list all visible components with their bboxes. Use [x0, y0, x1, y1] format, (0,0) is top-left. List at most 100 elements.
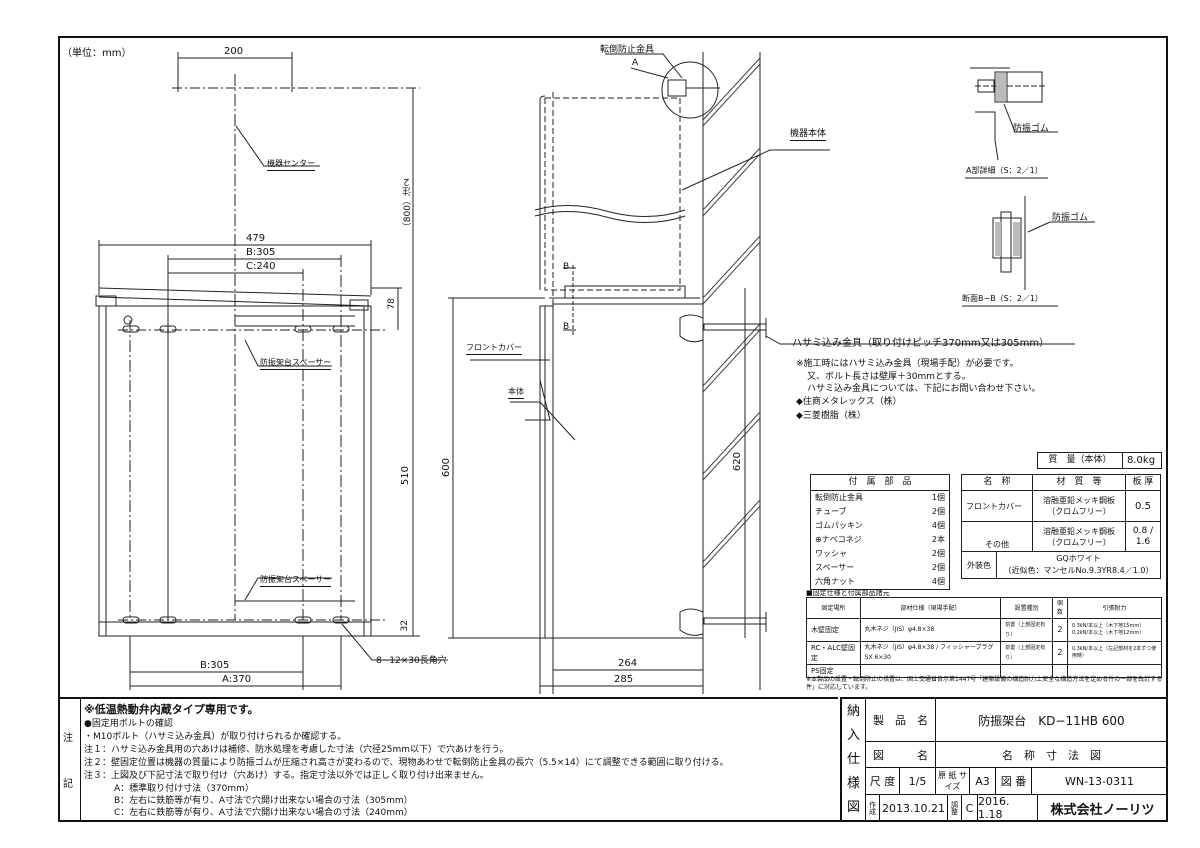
- materials-header: 材 質 等: [1032, 474, 1126, 491]
- product-label: 製 品 名: [866, 699, 936, 742]
- unit-body-label: 機器本体: [790, 126, 827, 141]
- tip-bracket-label: 転倒防止金具: [600, 45, 655, 55]
- accessory-name: 六角ナット: [810, 575, 912, 590]
- doc-type-char: 図: [846, 800, 860, 815]
- fixing-header: 個数: [1051, 597, 1068, 619]
- accessory-qty: 4個: [911, 575, 951, 590]
- fixing-strength: 0.2kN/本以上（木下地12mm）: [1071, 630, 1145, 636]
- note-line: C：左右に鉄筋等が有り、A寸法で穴開け出来ない場合の寸法（240mm）: [114, 808, 413, 818]
- dim-b305-bottom: B:305: [200, 660, 230, 671]
- section-bb-caption: 断面B−B（S：2／1）: [962, 294, 1043, 303]
- dim-b305-top: B:305: [246, 247, 276, 258]
- fixing-strength: 0.3kN/本以上（左記部材を2本ずつ使用時）: [1066, 641, 1163, 665]
- revision: C: [962, 795, 978, 822]
- company-logo: 株式会社ノーリツ: [1038, 795, 1168, 822]
- fixing-type: 前置（上部固定有り）: [1000, 641, 1053, 665]
- fixing-count: 2: [1051, 618, 1068, 642]
- materials-header: 板 厚: [1125, 474, 1161, 491]
- doc-type-char: 仕: [846, 752, 860, 767]
- accessory-qty: 2個: [911, 561, 951, 575]
- accessory-qty: 2個: [911, 505, 951, 519]
- accessory-name: スペーサー: [810, 561, 912, 575]
- drawing-frame: [58, 36, 1168, 822]
- section-bb-rubber: 防振ゴム: [1052, 213, 1089, 223]
- fixing-header: 引張耐力: [1066, 597, 1163, 619]
- dim-78: 78: [387, 298, 397, 310]
- fixing-place: RC・ALC壁固定: [806, 641, 861, 665]
- center-label: 機器センター: [267, 158, 315, 171]
- spacer-label-upper: 防振架台スペーサー: [260, 357, 332, 370]
- number-label: 図 番: [996, 768, 1032, 795]
- notes-side-label: 記: [63, 779, 73, 790]
- drawing-value: 名 称 寸 法 図: [936, 742, 1168, 768]
- front-cover-label: フロントカバー: [466, 342, 522, 355]
- dim-a370: A:370: [222, 674, 252, 685]
- mass-value: 8.0kg: [1122, 452, 1162, 469]
- dim-620: 620: [732, 452, 743, 472]
- fixing-table-title: ■固定仕様と付属部品諸元: [806, 589, 890, 597]
- accessory-name: ゴムパッキン: [810, 519, 912, 533]
- fixing-header: 固定場所: [806, 597, 861, 619]
- section-b-bottom: B: [563, 322, 570, 332]
- doc-type: 納 入 仕 様 図: [842, 699, 866, 822]
- dim-510: 510: [400, 466, 411, 486]
- material-spec: 溶融亜鉛メッキ鋼板（クロムフリー）: [1032, 490, 1126, 522]
- material-spec: 溶融亜鉛メッキ鋼板（クロムフリー）: [1032, 521, 1126, 553]
- fixing-header: 設置種別: [1000, 597, 1053, 619]
- label-a: A: [632, 58, 639, 68]
- paper-label: 原 紙 サイズ: [936, 768, 970, 795]
- finish-table: 外装色 GQホワイト（近似色：マンセルNo.9.3YR8.4／1.0）: [961, 551, 1161, 579]
- dim-479: 479: [246, 233, 266, 244]
- fixing-count: 2: [1051, 641, 1068, 665]
- dim-264: 264: [618, 658, 638, 669]
- dim-800: （800）注２: [403, 178, 413, 232]
- section-b-top: B: [563, 262, 570, 272]
- dim-32: 32: [400, 620, 410, 632]
- unit-label: （単位：mm）: [62, 48, 132, 59]
- accessories-header: 付 属 部 品: [810, 474, 950, 491]
- accessory-qty: 2個: [911, 547, 951, 561]
- notes-section: 注 記 ※低温熱動弁内蔵タイプ専用です。 ●固定用ボルトの確認 ・M10ボルト（…: [58, 697, 838, 824]
- number-value: WN-13-0311: [1032, 768, 1168, 795]
- mass-table: 質 量（本体） 8.0kg: [1037, 452, 1162, 469]
- drawing-label: 図 名: [866, 742, 936, 768]
- material-name: フロントカバー: [961, 490, 1033, 522]
- dim-285: 285: [614, 674, 634, 685]
- accessory-name: ⊕ナベコネジ: [810, 533, 912, 547]
- accessory-qty: 1個: [911, 490, 951, 505]
- fixing-footnote: ※本製品の設置・転倒防止の措置は、国土交通省告示第1447号「建築設備の構造耐力…: [806, 676, 1163, 691]
- doc-type-char: 納: [846, 704, 860, 719]
- dim-600: 600: [441, 458, 452, 478]
- accessory-name: 転倒防止金具: [810, 490, 912, 505]
- title-block: 納 入 仕 様 図 製 品 名 防振架台 KD−11HB 600 図 名 名 称…: [840, 697, 1168, 822]
- paper-value: A3: [970, 768, 996, 795]
- detail-a-caption: A部詳細（S：2／1）: [966, 166, 1043, 175]
- fixing-strength: 0.3kN/本以上（木下地15mm）: [1071, 623, 1145, 629]
- clamp-note-line: ※施工時にはハサミ込み金具（現場手配）が必要です。: [796, 359, 1019, 369]
- detail-a-rubber: 防振ゴム: [1013, 124, 1050, 134]
- fixing-place: 木壁固定: [806, 618, 861, 642]
- note-line: ・M10ボルト（ハサミ込み金具）が取り付けられるか確認する。: [84, 732, 347, 742]
- fixing-spec: 丸木ネジ（JIS）φ4.8×38 / フィッシャープラグSX 6×30: [859, 641, 1002, 665]
- fixing-place: PS固定: [806, 664, 861, 678]
- accessory-qty: 2本: [911, 533, 951, 547]
- finish-note: （近似色：マンセルNo.9.3YR8.4／1.0）: [1003, 566, 1154, 575]
- note-line: ●固定用ボルトの確認: [84, 719, 173, 729]
- revised-value: 2016. 1.18: [978, 795, 1038, 822]
- fixing-table: 固定場所 部材仕様（現場手配） 設置種別 個数 引張耐力 木壁固定 丸木ネジ（J…: [806, 597, 1163, 678]
- supplier: ◆住商メタレックス（株）: [796, 397, 902, 407]
- material-thickness: 0.8 / 1.6: [1125, 521, 1161, 553]
- created-value: 2013.10.21: [880, 795, 948, 822]
- materials-table: 名 称 材 質 等 板 厚 フロントカバー 溶融亜鉛メッキ鋼板（クロムフリー） …: [961, 474, 1161, 553]
- product-value: 防振架台 KD−11HB 600: [936, 699, 1168, 742]
- note-line: A：標準取り付け寸法（370mm）: [114, 784, 254, 794]
- main-body-label: 本体: [508, 386, 524, 399]
- fixing-header: 部材仕様（現場手配）: [859, 597, 1002, 619]
- fixing-type: 前置（上部固定有り）: [1000, 618, 1053, 642]
- scale-value: 1/5: [900, 768, 936, 795]
- doc-type-char: 様: [846, 776, 860, 791]
- note-line: 注３：上図及び下記寸法で取り付け（穴あけ）する。指定寸法以外では正しく取り付け出…: [84, 771, 489, 781]
- accessory-name: チューブ: [810, 505, 912, 519]
